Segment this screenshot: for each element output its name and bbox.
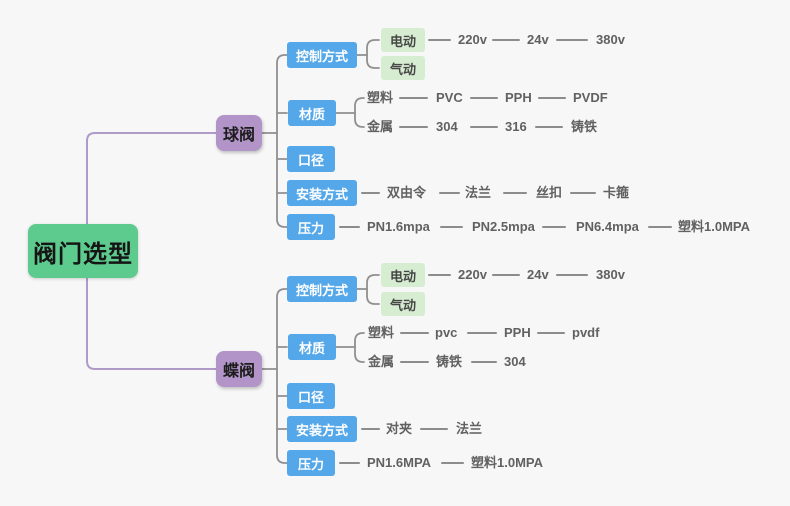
leaf-ball-metal[interactable]: 金属 xyxy=(367,119,394,134)
leaf-ball-316[interactable]: 316 xyxy=(505,119,527,134)
topic-ball-diameter[interactable]: 口径 xyxy=(287,146,335,172)
leaf-ball-union[interactable]: 双由令 xyxy=(387,185,427,200)
leaf-butterfly-plastic-10[interactable]: 塑料1.0MPA xyxy=(471,455,543,470)
leaf-butterfly-flange[interactable]: 法兰 xyxy=(456,421,483,436)
leaf-butterfly-plastic[interactable]: 塑料 xyxy=(368,325,395,340)
leaf-ball-pn64[interactable]: PN6.4mpa xyxy=(576,219,639,234)
topic-butterfly-pressure[interactable]: 压力 xyxy=(287,450,335,476)
topic-ball-control-method[interactable]: 控制方式 xyxy=(287,42,357,68)
branch-node-ball-valve[interactable]: 球阀 xyxy=(216,115,262,151)
leaf-butterfly-24v[interactable]: 24v xyxy=(527,267,549,282)
leaf-connectors xyxy=(339,39,672,464)
topic-ball-install-method[interactable]: 安装方式 xyxy=(287,180,357,206)
leaf-butterfly-cast-iron[interactable]: 铸铁 xyxy=(436,354,463,369)
leaf-butterfly-304[interactable]: 304 xyxy=(504,354,526,369)
leaf-butterfly-pn16[interactable]: PN1.6MPA xyxy=(367,455,432,470)
leaf-ball-pvdf[interactable]: PVDF xyxy=(573,90,608,105)
topic-butterfly-diameter[interactable]: 口径 xyxy=(287,383,335,409)
leaf-ball-pph[interactable]: PPH xyxy=(505,90,532,105)
sub-ball-pneumatic[interactable]: 气动 xyxy=(381,56,425,80)
sub-ball-electric[interactable]: 电动 xyxy=(381,28,425,52)
leaf-butterfly-pvc[interactable]: pvc xyxy=(435,325,458,340)
leaf-ball-clamp[interactable]: 卡箍 xyxy=(603,185,630,200)
leaf-ball-304[interactable]: 304 xyxy=(436,119,458,134)
leaf-ball-cast-iron[interactable]: 铸铁 xyxy=(571,119,598,134)
leaf-butterfly-pvdf[interactable]: pvdf xyxy=(572,325,600,340)
leaf-ball-24v[interactable]: 24v xyxy=(527,32,549,47)
topic-butterfly-control-method[interactable]: 控制方式 xyxy=(287,276,357,302)
leaf-ball-plastic[interactable]: 塑料 xyxy=(367,90,394,105)
leaf-ball-plastic-10[interactable]: 塑料1.0MPA xyxy=(678,219,750,234)
leaf-ball-220v[interactable]: 220v xyxy=(458,32,487,47)
sub-butterfly-electric[interactable]: 电动 xyxy=(381,263,425,287)
leaf-butterfly-220v[interactable]: 220v xyxy=(458,267,487,282)
leaf-butterfly-pph[interactable]: PPH xyxy=(504,325,531,340)
branch-connectors xyxy=(261,39,380,464)
topic-butterfly-install-method[interactable]: 安装方式 xyxy=(287,416,357,442)
leaf-ball-380v[interactable]: 380v xyxy=(596,32,625,47)
leaf-butterfly-wafer[interactable]: 对夹 xyxy=(386,421,413,436)
topic-butterfly-material[interactable]: 材质 xyxy=(288,334,336,360)
topic-ball-material[interactable]: 材质 xyxy=(288,100,336,126)
leaf-ball-pn25[interactable]: PN2.5mpa xyxy=(472,219,535,234)
leaf-ball-pn16[interactable]: PN1.6mpa xyxy=(367,219,430,234)
sub-butterfly-pneumatic[interactable]: 气动 xyxy=(381,292,425,316)
leaf-ball-pvc[interactable]: PVC xyxy=(436,90,463,105)
leaf-butterfly-metal[interactable]: 金属 xyxy=(368,354,395,369)
topic-ball-pressure[interactable]: 压力 xyxy=(287,214,335,240)
leaf-ball-flange[interactable]: 法兰 xyxy=(465,185,492,200)
branch-node-butterfly-valve[interactable]: 蝶阀 xyxy=(216,351,262,387)
leaf-ball-thread[interactable]: 丝扣 xyxy=(536,185,563,200)
root-node-valve-selection[interactable]: 阀门选型 xyxy=(28,224,138,278)
leaf-butterfly-380v[interactable]: 380v xyxy=(596,267,625,282)
